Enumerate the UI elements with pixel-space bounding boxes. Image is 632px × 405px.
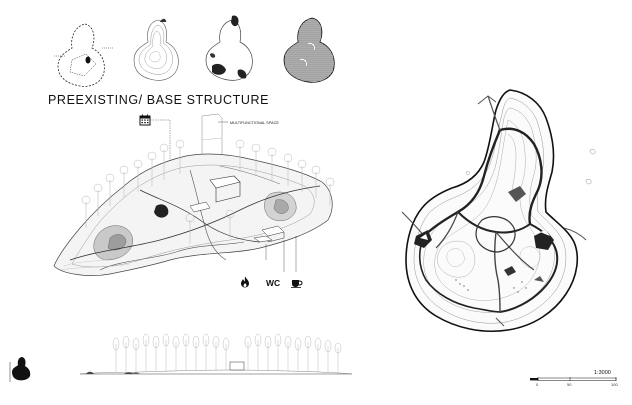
island-sketch-outline: [54, 23, 114, 87]
site-plan-map: [401, 89, 596, 333]
scale-bar: [530, 377, 617, 381]
island-contour-thumbnail: [133, 18, 179, 81]
fire-icon: [241, 276, 249, 288]
small-island-silhouette-icon: [9, 357, 31, 382]
scale-tick-100: 100: [611, 382, 618, 387]
scale-ratio: 1:3000: [594, 370, 611, 376]
multifunctional-space-label: MULTIFUNCTIONAL SPACE: [230, 121, 279, 125]
calendar-icon: [139, 114, 151, 126]
section-heading: PREEXISTING/ BASE STRUCTURE: [48, 93, 270, 107]
island-landmass-thumbnail: [205, 15, 253, 81]
wc-label: WC: [266, 278, 281, 288]
axonometric-island-diagram: [53, 113, 335, 276]
island-texture-thumbnail: [283, 17, 335, 83]
elevation-section-drawing: [79, 333, 353, 375]
coffee-cup-icon: [291, 280, 303, 289]
scale-tick-50: 50: [567, 382, 572, 387]
scale-tick-0: 0: [536, 382, 539, 387]
